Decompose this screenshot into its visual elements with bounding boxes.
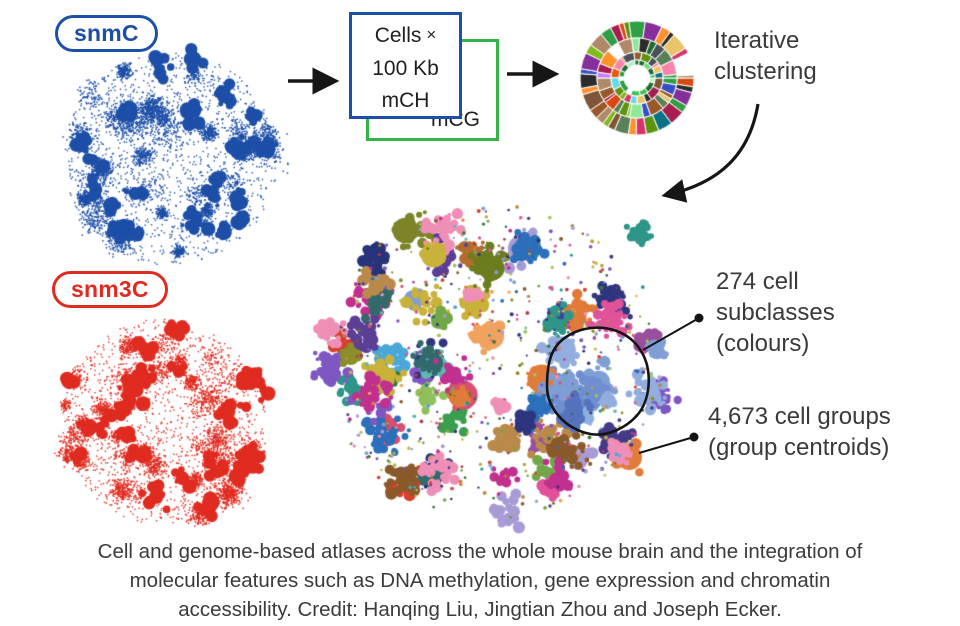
caption-line: molecular features such as DNA methylati… — [129, 569, 831, 593]
note-line: clustering — [714, 57, 817, 85]
snm3c-label: snm3C — [52, 271, 168, 308]
snm3c-umap-plot — [54, 314, 272, 530]
matrix-dims-row: Cells× — [352, 20, 459, 53]
integrated-umap-plot — [318, 192, 684, 534]
note-line: Iterative — [714, 27, 800, 54]
iterative-clustering-note: Iterative clustering — [714, 26, 817, 88]
note-line: (group centroids) — [708, 433, 890, 461]
iterative-clustering-sunburst — [580, 21, 694, 135]
cell-groups-note: 4,673 cell groups (group centroids) — [708, 402, 891, 464]
mch-label: mCH — [381, 89, 430, 113]
cells-label: Cells — [374, 24, 422, 47]
caption-line: Cell and genome-based atlases across the… — [97, 540, 863, 563]
bins-label: 100 Kb — [372, 56, 439, 80]
note-line: subclasses — [716, 298, 835, 326]
multiply-icon: × — [426, 25, 437, 44]
cells-matrix-box: Cells× 100 Kb mCH — [349, 12, 462, 119]
note-line: (colours) — [716, 329, 810, 357]
caption-line: accessibility. Credit: Hanqing Liu, Jing… — [178, 598, 782, 622]
snmc-label: snmC — [55, 15, 158, 52]
note-line: 4,673 cell groups — [708, 403, 891, 430]
note-line: 274 cell — [716, 268, 799, 295]
subclasses-note: 274 cell subclasses (colours) — [716, 267, 835, 360]
snmc-umap-plot — [60, 50, 282, 268]
figure-caption: Cell and genome-based atlases across the… — [0, 537, 960, 624]
